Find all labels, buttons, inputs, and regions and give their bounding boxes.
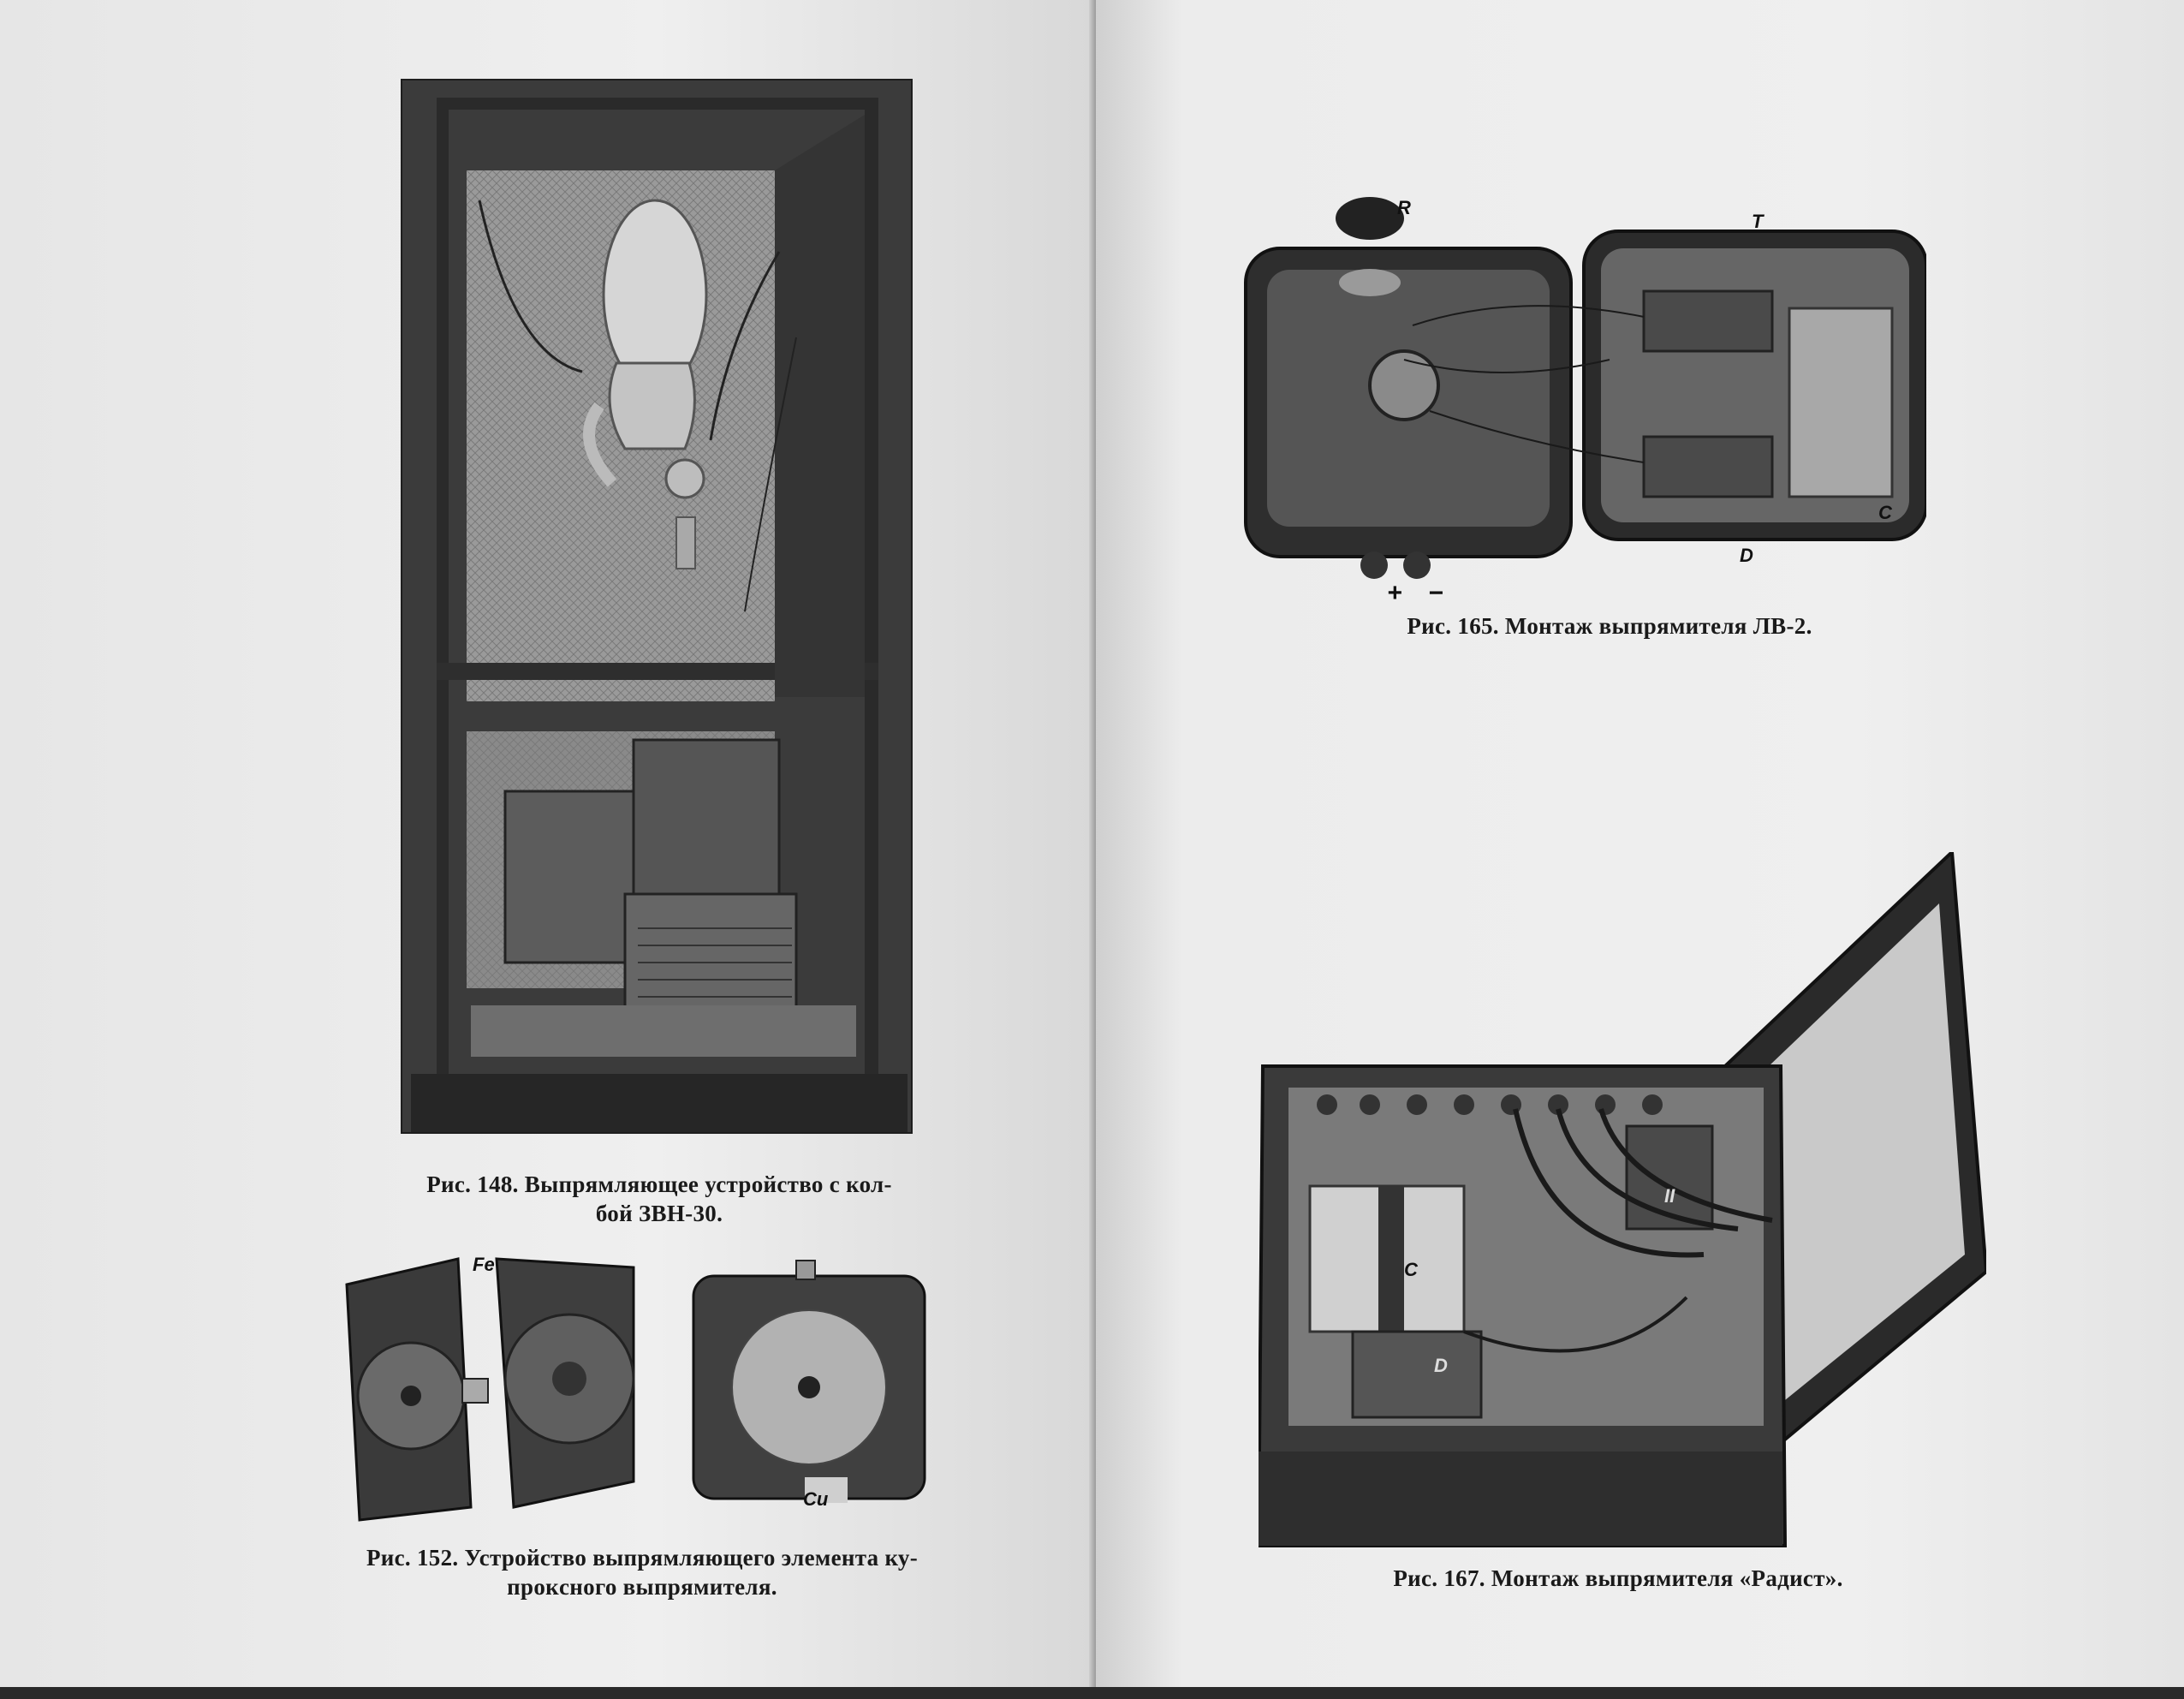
- figure-165-photo: [1241, 188, 1926, 599]
- fe-label: Fe: [473, 1254, 495, 1275]
- cu-label: Cu: [803, 1488, 829, 1510]
- figure-152-caption-line2: прокcного выпрямителя.: [507, 1574, 777, 1600]
- fig165-c-label: C: [1878, 502, 1892, 523]
- left-page: Рис. 148. Выпрямляющее устройство с кол-…: [0, 0, 1096, 1699]
- figure-148-photo: [401, 79, 913, 1134]
- fig165-minus-label: −: [1428, 579, 1443, 607]
- figure-152-caption: Рис. 152. Устройство выпрямляющего элеме…: [317, 1543, 967, 1601]
- plates-illustration: [345, 1257, 926, 1522]
- figure-148-caption-line2: бой ЗВН-30.: [595, 1201, 723, 1226]
- figure-167-caption: Рис. 167. Монтаж выпрямителя «Радист».: [1393, 1565, 1843, 1591]
- figure-165-caption: Рис. 165. Монтаж выпрямителя ЛВ-2.: [1407, 613, 1812, 639]
- right-page: R T C D + − Рис. 165. Монтаж выпрямителя…: [1096, 0, 2184, 1699]
- figure-148-caption: Рис. 148. Выпрямляющее устройство с кол-…: [377, 1170, 942, 1228]
- fig167-d-label: D: [1434, 1355, 1448, 1376]
- figure-152-caption-line1: Рис. 152. Устройство выпрямляющего элеме…: [366, 1545, 919, 1571]
- fig165-t-label: T: [1752, 211, 1764, 232]
- cabinet-illustration: [402, 80, 911, 1132]
- fig167-ii-label: II: [1664, 1185, 1675, 1207]
- figure-152-photo: [342, 1250, 942, 1524]
- fig167-c-label: C: [1404, 1259, 1418, 1280]
- fig165-d-label: D: [1740, 545, 1753, 566]
- figure-167-photo: [1259, 852, 1986, 1550]
- fig165-r-label: R: [1397, 197, 1411, 218]
- radist-illustration: [1259, 852, 1986, 1547]
- figure-148-caption-line1: Рис. 148. Выпрямляющее устройство с кол-: [426, 1171, 892, 1197]
- fig165-plus-label: +: [1387, 579, 1402, 607]
- lv2-illustration: [1244, 197, 1926, 579]
- scan-bottom-edge: [0, 1687, 2184, 1699]
